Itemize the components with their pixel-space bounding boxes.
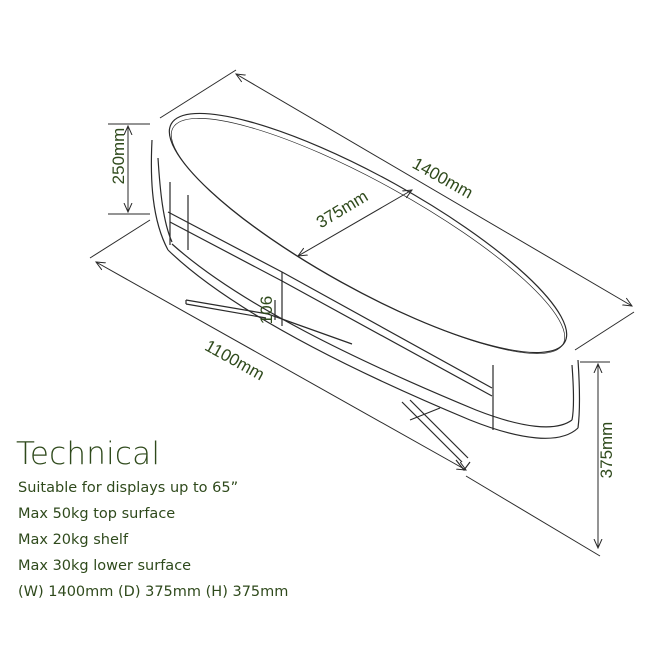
spec-lower-load: Max 30kg lower surface xyxy=(18,558,192,574)
spec-display-size: Suitable for displays up to 65” xyxy=(18,480,239,496)
dim-depth-label: 375mm xyxy=(313,187,371,232)
dimension-labels: 1400mm 375mm 250mm 106 1100mm 375mm xyxy=(109,128,616,479)
spec-shelf-load: Max 20kg shelf xyxy=(18,532,129,548)
dim-base-length-label: 1100mm xyxy=(202,336,268,384)
left-side-panel xyxy=(150,139,169,251)
dim-overall-height-label: 375mm xyxy=(597,422,616,479)
shelf xyxy=(167,211,493,389)
dimension-lines xyxy=(89,69,635,557)
spec-dimensions: (W) 1400mm (D) 375mm (H) 375mm xyxy=(18,584,289,600)
spec-top-load: Max 50kg top surface xyxy=(18,506,176,522)
dim-height-top-label: 250mm xyxy=(109,128,128,185)
dim-shelf-gap-label: 106 xyxy=(257,296,276,324)
tv-stand-outline xyxy=(150,112,581,471)
base-curve xyxy=(167,249,579,439)
technical-heading: Technical xyxy=(16,436,161,472)
